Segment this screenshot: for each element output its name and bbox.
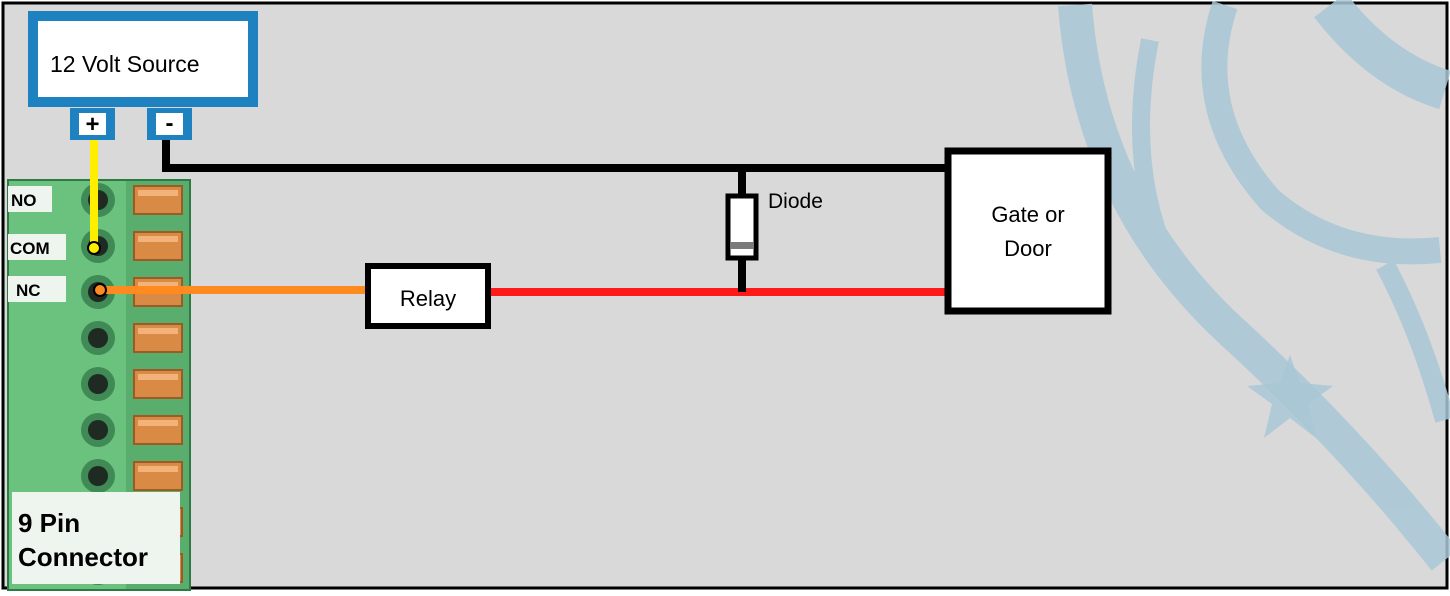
connector-outline [7, 179, 191, 591]
connector-title-bg [12, 492, 180, 584]
gate-door-box [944, 147, 1112, 315]
com-wire-end [87, 241, 101, 255]
pin-contact-highlight [138, 466, 178, 472]
watermark-logo [1058, 0, 1450, 571]
negative-terminal-label: - [166, 110, 174, 137]
pin-label-bg-nc [8, 276, 66, 302]
pin-label-nc: NC [16, 281, 41, 300]
connector-title-line2: Connector [18, 542, 148, 572]
pin-screw [88, 466, 108, 486]
negative-wire [162, 140, 948, 172]
connector-pin [81, 321, 183, 355]
voltage-source-label: 12 Volt Source [50, 51, 200, 77]
pin-contact-highlight [138, 374, 178, 380]
pin-screw [88, 374, 108, 394]
pin-contact-highlight [138, 190, 178, 196]
relay-label: Relay [400, 286, 456, 311]
diode-label: Diode [768, 190, 823, 213]
connector-pin [81, 413, 183, 447]
pin-contact-highlight [138, 236, 178, 242]
connector-pin [81, 367, 183, 401]
voltage-source-box [28, 11, 258, 107]
relay-box [365, 263, 491, 329]
pin-label-no: NO [11, 191, 37, 210]
pin-label-com: COM [10, 239, 50, 258]
positive-terminal-label: + [85, 111, 99, 138]
connector-title-line1: 9 Pin [18, 508, 80, 538]
gate-door-label-line2: Door [1004, 236, 1052, 261]
pin-screw [88, 420, 108, 440]
pin-contact-highlight [138, 328, 178, 334]
negative-terminal-face [156, 113, 183, 135]
pin-label-bg-com [8, 234, 66, 260]
nc-wire-end [93, 283, 107, 297]
diode-cathode-band [730, 242, 754, 249]
positive-terminal-face [79, 113, 106, 135]
pin-label-bg-no [8, 186, 52, 212]
connector-pin [81, 229, 183, 263]
pin-contact-highlight [138, 282, 178, 288]
watermark-star-icon [1247, 355, 1333, 438]
pin-contact-highlight [138, 420, 178, 426]
pin-screw [88, 328, 108, 348]
connector-pin [81, 459, 183, 493]
gate-door-label-line1: Gate or [991, 202, 1064, 227]
